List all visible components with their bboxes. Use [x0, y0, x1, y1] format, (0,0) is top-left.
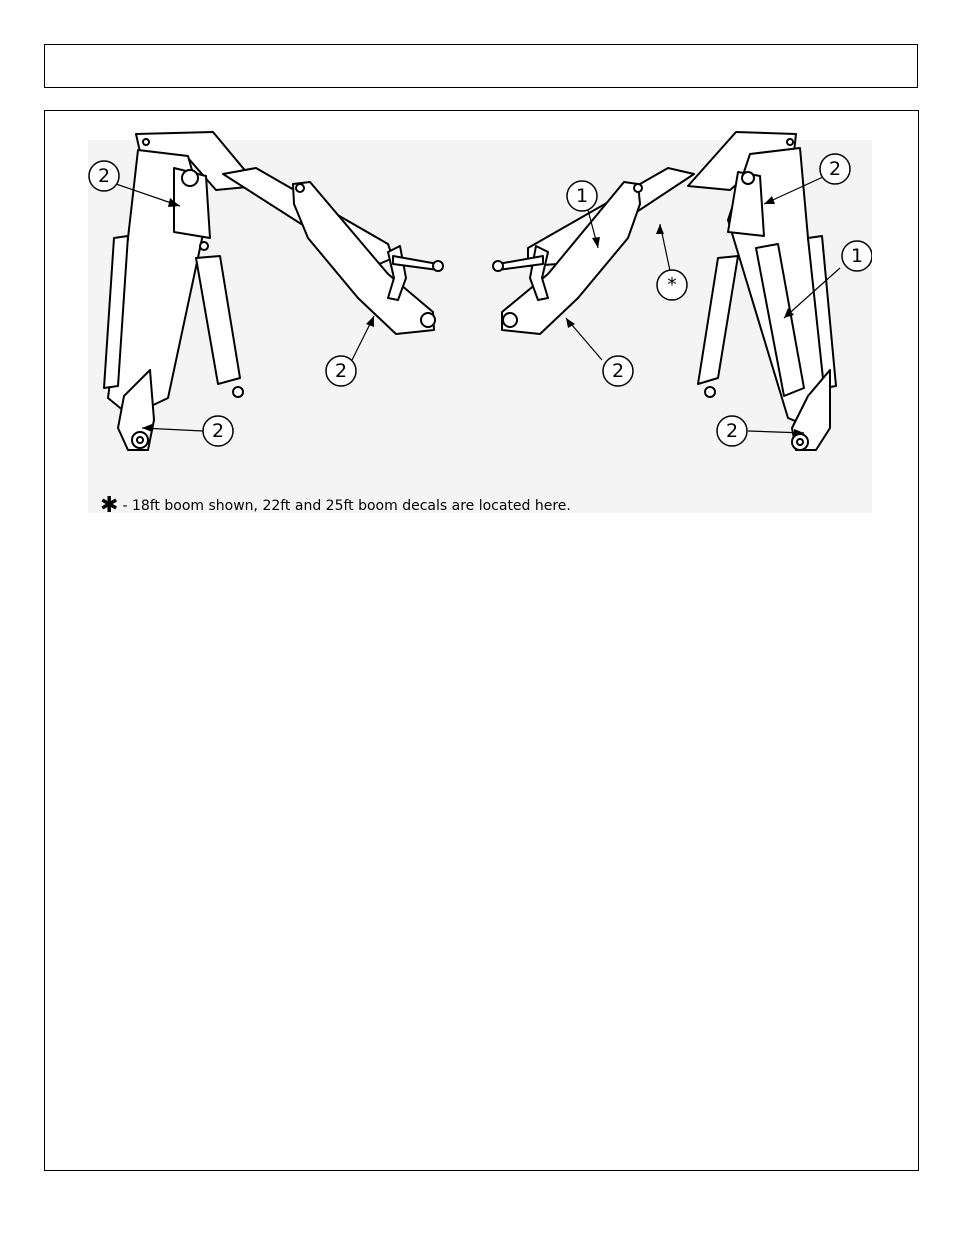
page-header-box	[44, 44, 918, 88]
right-boom-assembly	[492, 131, 837, 451]
figure-footnote: ✱ - 18ft boom shown, 22ft and 25ft boom …	[100, 495, 571, 517]
callout-circles	[88, 153, 872, 447]
callout-2-left-top: 2	[98, 165, 110, 187]
right-cylinder-2	[697, 255, 739, 385]
content-box	[44, 110, 919, 1171]
callout-2-left-bottom: 2	[212, 420, 224, 442]
footnote-text: - 18ft boom shown, 22ft and 25ft boom de…	[122, 498, 571, 514]
boom-diagram: 2 2 2 1 * 2 1 2 2	[88, 131, 872, 513]
left-lower-leg	[117, 369, 155, 451]
callout-1-right-top: 1	[576, 185, 588, 207]
callout-labels: 2 2 2 1 * 2 1 2 2	[98, 158, 863, 442]
right-head-pin	[502, 312, 518, 328]
callout-2-left-mid: 2	[335, 360, 347, 382]
right-lower-leg	[791, 369, 831, 451]
asterisk-icon: ✱	[100, 493, 119, 518]
left-cylinder-2	[195, 255, 241, 385]
left-boom-assembly	[103, 131, 444, 451]
callout-1-right-mid: 1	[851, 245, 863, 267]
left-cylinder-1	[103, 235, 129, 389]
callout-2-right-bottom: 2	[726, 420, 738, 442]
left-top-pin	[181, 169, 199, 187]
callout-2-right-mid: 2	[612, 360, 624, 382]
callout-star: *	[667, 274, 677, 296]
boom-decal-location-figure: 2 2 2 1 * 2 1 2 2	[88, 128, 872, 513]
callout-2-right-top: 2	[829, 158, 841, 180]
left-head-pin	[420, 312, 436, 328]
right-cylinder-1	[807, 235, 837, 389]
callout-arrowheads	[142, 196, 804, 437]
right-decal-rail	[755, 243, 805, 397]
right-top-pin	[741, 171, 755, 185]
